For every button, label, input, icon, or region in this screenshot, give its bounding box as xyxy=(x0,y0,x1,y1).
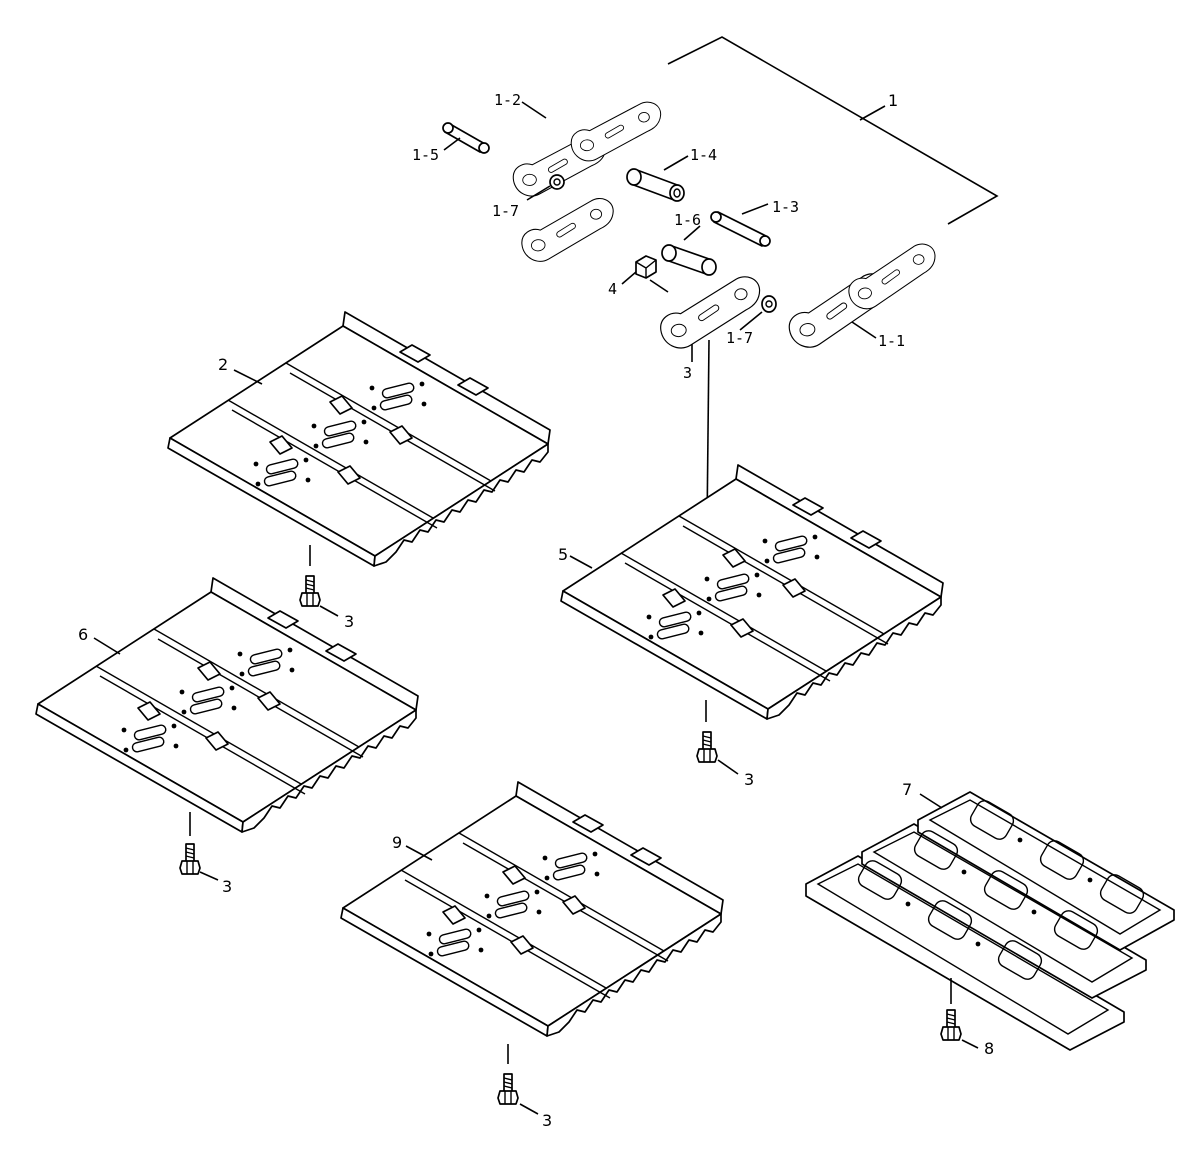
pin-1-3 xyxy=(710,211,771,247)
callout-1-3: 1-3 xyxy=(772,198,799,216)
leader-1 xyxy=(859,105,886,121)
callout-1-5: 1-5 xyxy=(412,146,439,164)
link-1-1-back xyxy=(842,241,943,313)
track-shoe-2 xyxy=(167,311,551,567)
callout-8: 8 xyxy=(984,1039,994,1058)
bolt-3-b xyxy=(696,731,718,763)
link-1-2-right xyxy=(568,100,665,163)
bolt-8 xyxy=(940,1009,962,1041)
callout-1-7b: 1-7 xyxy=(726,329,753,347)
link-lower-left xyxy=(517,196,619,264)
callout-3-a: 3 xyxy=(344,612,354,631)
rubber-pad-7 xyxy=(805,791,1175,1051)
callout-3-d: 3 xyxy=(542,1111,552,1130)
callout-7: 7 xyxy=(902,780,912,799)
callout-2: 2 xyxy=(218,355,228,374)
callout-1-7a: 1-7 xyxy=(492,202,519,220)
bolt-3-c xyxy=(179,843,201,875)
nut-4 xyxy=(635,255,657,279)
callout-3-link: 3 xyxy=(683,364,692,382)
callout-1-1: 1-1 xyxy=(878,332,905,350)
bolt-3-d xyxy=(497,1073,519,1105)
callout-6: 6 xyxy=(78,625,88,644)
bolt-3-a xyxy=(299,575,321,607)
track-shoe-5 xyxy=(560,464,944,720)
callout-1-4: 1-4 xyxy=(690,146,717,164)
callout-9: 9 xyxy=(392,833,402,852)
track-shoe-6 xyxy=(35,577,419,833)
callout-1-2: 1-2 xyxy=(494,91,521,109)
bushing-1-6 xyxy=(661,244,717,276)
pin-1-5 xyxy=(442,122,490,154)
callout-3-b: 3 xyxy=(744,770,754,789)
assembly-bracket xyxy=(667,36,999,225)
callout-4: 4 xyxy=(608,280,617,298)
bushing-1-4 xyxy=(626,168,685,202)
callout-1-6: 1-6 xyxy=(674,211,701,229)
callout-3-c: 3 xyxy=(222,877,232,896)
track-shoe-9 xyxy=(340,781,724,1037)
callout-5: 5 xyxy=(558,545,568,564)
callout-1: 1 xyxy=(888,91,898,110)
